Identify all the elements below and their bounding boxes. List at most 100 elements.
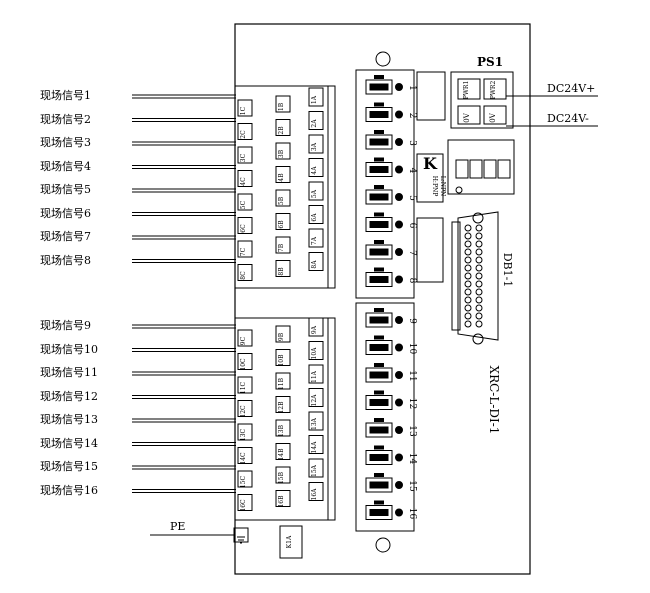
terminal-c bbox=[237, 170, 253, 187]
terminal-b-label: 11B bbox=[278, 377, 285, 390]
channel-number: 3 bbox=[407, 140, 417, 146]
db-pin bbox=[475, 256, 483, 264]
terminal-c-label: 16C bbox=[240, 499, 247, 512]
db-label: DB1-1 bbox=[501, 253, 514, 288]
signal-label: 现场信号11 bbox=[40, 366, 98, 379]
mounting-hole-top bbox=[375, 51, 391, 67]
db-pin bbox=[475, 232, 483, 240]
terminal-b bbox=[275, 166, 291, 183]
channel-number: 4 bbox=[407, 168, 417, 174]
db-pin bbox=[464, 280, 472, 288]
channel-number: 1 bbox=[407, 85, 417, 91]
terminal-c bbox=[237, 146, 253, 164]
power-supply-block bbox=[450, 71, 514, 129]
relay-mark bbox=[374, 473, 384, 477]
dip-switch-1 bbox=[455, 159, 469, 179]
db-pin bbox=[464, 264, 472, 272]
db-pin bbox=[475, 312, 483, 320]
pwr2-label: PWR2 bbox=[490, 81, 497, 100]
terminal-c-label: 15C bbox=[240, 475, 247, 488]
terminal-c bbox=[237, 423, 253, 441]
terminal-b bbox=[275, 349, 291, 366]
terminal-c-label: 1C bbox=[240, 106, 247, 115]
pe-relay-label: K1A bbox=[286, 535, 293, 548]
channel-number: 14 bbox=[407, 453, 417, 465]
terminal-b-label: 14B bbox=[278, 448, 285, 461]
terminal-c bbox=[237, 376, 253, 394]
terminal-b bbox=[275, 372, 291, 390]
signal-label: 现场信号6 bbox=[40, 206, 91, 220]
db-pin bbox=[464, 304, 472, 312]
relay-mark bbox=[374, 157, 384, 162]
db-pin bbox=[464, 232, 472, 240]
db-pin bbox=[464, 296, 472, 304]
terminal-c bbox=[237, 264, 253, 281]
terminal-b bbox=[275, 325, 291, 343]
terminal-a-label: 14A bbox=[311, 441, 318, 454]
jumper-block bbox=[416, 217, 444, 283]
test-point bbox=[455, 186, 463, 194]
terminal-b-label: 5B bbox=[278, 196, 285, 205]
terminal-b-label: 6B bbox=[278, 220, 285, 229]
relay-coil bbox=[369, 138, 389, 146]
channel-number: 16 bbox=[407, 508, 417, 520]
pwr1-terminal bbox=[457, 78, 481, 100]
ground-symbol bbox=[237, 536, 245, 544]
terminal-c bbox=[237, 494, 253, 511]
channel-number: 2 bbox=[407, 113, 417, 119]
db-pin bbox=[464, 272, 472, 280]
dip-switch-3 bbox=[483, 159, 497, 179]
db-pin bbox=[475, 264, 483, 272]
terminal-c bbox=[237, 470, 253, 488]
terminal-b bbox=[275, 119, 291, 136]
db-pin bbox=[464, 224, 472, 232]
signal-label: 现场信号7 bbox=[40, 230, 91, 243]
terminal-c-label: 14C bbox=[240, 452, 247, 465]
terminal-a-label: 12A bbox=[311, 394, 318, 407]
terminal-b bbox=[275, 443, 291, 460]
relay-mark bbox=[374, 240, 384, 244]
relay-led bbox=[395, 193, 403, 201]
dip-switch-4 bbox=[497, 159, 511, 179]
relay-mark bbox=[374, 445, 384, 450]
terminal-c bbox=[237, 447, 253, 464]
terminal-c-label: 4C bbox=[240, 177, 247, 186]
terminal-b-label: 3B bbox=[278, 149, 285, 158]
signal-label: 现场信号14 bbox=[40, 436, 98, 450]
terminal-a bbox=[308, 134, 324, 154]
terminal-b-label: 2B bbox=[278, 126, 285, 135]
terminal-c-label: 13C bbox=[240, 428, 247, 441]
terminal-c-label: 6C bbox=[240, 224, 247, 233]
channel-number: 13 bbox=[407, 425, 417, 437]
mounting-hole-bottom bbox=[375, 537, 391, 553]
terminal-a bbox=[308, 111, 324, 130]
terminal-c bbox=[237, 240, 253, 258]
signal-label: 现场信号2 bbox=[40, 112, 91, 126]
db-pin bbox=[475, 296, 483, 304]
terminal-b-label: 4B bbox=[278, 173, 285, 182]
channel-number: 11 bbox=[407, 370, 417, 381]
relay-panel-top bbox=[355, 69, 415, 299]
terminal-c-label: 5C bbox=[240, 200, 247, 209]
terminal-c-label: 11C bbox=[240, 381, 247, 394]
terminal-b bbox=[275, 419, 291, 437]
db-connector-screw-top bbox=[472, 212, 484, 224]
zero-v-label: 0V bbox=[489, 112, 497, 122]
terminal-a bbox=[308, 482, 324, 501]
dip-switch-2 bbox=[469, 159, 483, 179]
db-connector-screw-bottom bbox=[472, 333, 484, 345]
terminal-c-label: 9C bbox=[240, 336, 247, 345]
signal-label: 现场信号13 bbox=[40, 413, 98, 426]
terminal-a-label: 4A bbox=[311, 166, 318, 175]
relay-coil bbox=[369, 454, 389, 461]
zero-v-label: 0V bbox=[463, 112, 471, 122]
db-pin bbox=[475, 248, 483, 256]
relay-mark bbox=[374, 308, 384, 312]
db-pin bbox=[475, 304, 483, 312]
terminal-b-label: 9B bbox=[278, 332, 285, 341]
relay-mark bbox=[374, 185, 384, 189]
relay-mark bbox=[374, 418, 384, 422]
relay-coil bbox=[369, 509, 389, 516]
relay-coil bbox=[369, 399, 389, 406]
terminal-a-label: 2A bbox=[311, 119, 318, 128]
